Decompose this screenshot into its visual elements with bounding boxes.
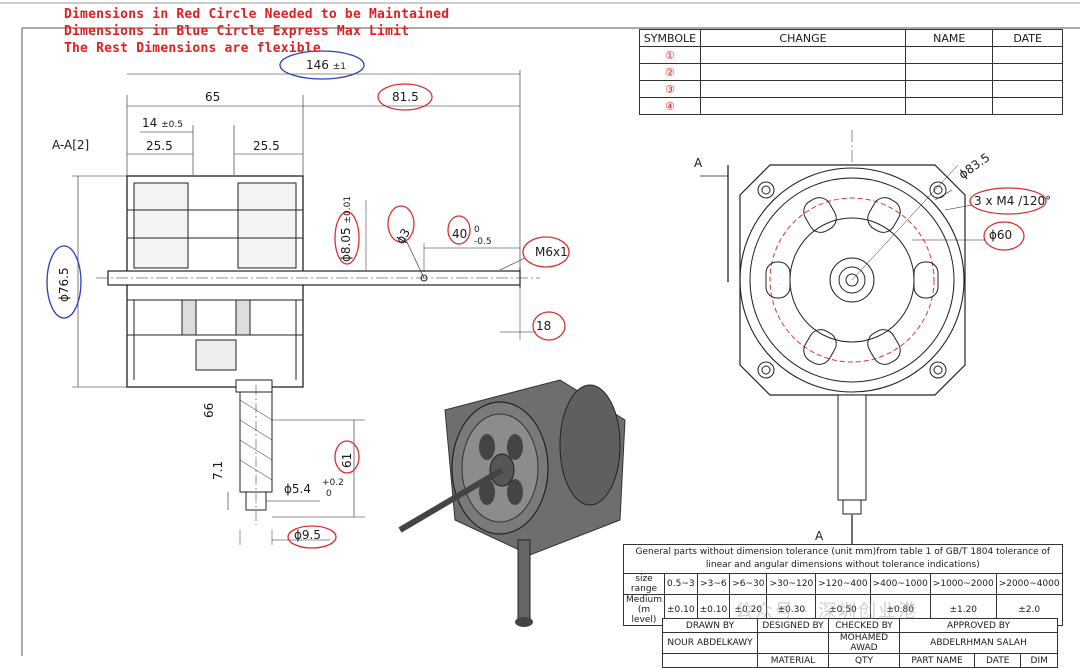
dim-stub-length: 61 [340, 452, 354, 468]
rev-row-symbol: ④ [639, 97, 701, 115]
dim-stub-dia-tol-lower: 0 [326, 489, 332, 499]
dim-flat-length: 40 [452, 227, 468, 241]
dim-body-dia: ϕ76.5 [57, 267, 71, 302]
range-cell: >2000~4000 [995, 573, 1063, 595]
dim-shaft-dia: ϕ8.05 ±0.01 [339, 195, 353, 262]
note-blue-circle: Dimensions in Blue Circle Express Max Li… [64, 24, 410, 39]
drawn-by-value: NOUR ABDELKAWY [662, 632, 758, 654]
dim-thread: M6x1 [535, 245, 568, 259]
rev-row-symbol: ① [639, 46, 701, 64]
dim-right-half: 25.5 [253, 139, 280, 153]
note-red-circle: Dimensions in Red Circle Needed to be Ma… [64, 7, 450, 22]
rev-header-symbole: SYMBOLE [639, 29, 701, 47]
rev-header-name: NAME [905, 29, 994, 47]
dim-flat-tol-upper: 0 [474, 225, 480, 235]
revision-table: SYMBOLE CHANGE NAME DATE ① ② ③ ④ [639, 29, 1063, 115]
section-label: A-A[2] [52, 138, 90, 152]
motor-3d-render [398, 379, 626, 627]
dim-hub-dia: ϕ60 [989, 228, 1013, 242]
checked-by-value: MOHAMED AWAD [828, 632, 900, 654]
dim-thread-end: 18 [536, 319, 552, 333]
rev-header-change: CHANGE [699, 29, 907, 47]
section-view [72, 70, 540, 545]
section-mark-bottom: A [815, 529, 824, 543]
dim-body-length: 65 [205, 90, 221, 104]
range-cell: >6~30 [729, 573, 768, 595]
approved-by-label: APPROVED BY [899, 618, 1058, 633]
note-flexible: The Rest Dimensions are flexible [64, 41, 321, 56]
dim-stub-dia-tol-upper: +0.2 [322, 478, 344, 488]
dim-stub-offset: 66 [202, 402, 216, 418]
dim-flat-tol-lower: -0.5 [474, 237, 492, 247]
approved-by-value: ABDELRHMAN SALAH [899, 632, 1058, 654]
section-mark-top: A [694, 156, 703, 170]
range-cell: >120~400 [815, 573, 871, 595]
rev-row-symbol: ③ [639, 80, 701, 98]
front-view [700, 130, 985, 550]
dim-stub-dia: ϕ5.4 [284, 482, 311, 496]
rev-header-date: DATE [992, 29, 1063, 47]
dim-left-half: 25.5 [146, 139, 173, 153]
dim-slot-width: 14 ±0.5 [142, 116, 183, 130]
range-cell: >1000~2000 [929, 573, 997, 595]
dim-overall-length: 146 ±1 [306, 58, 347, 72]
dim-stub-outer-dia: ϕ9.5 [294, 528, 321, 542]
tolerance-note: General parts without dimension toleranc… [623, 544, 1063, 574]
range-cell: >3~6 [696, 573, 731, 595]
watermark: 公众号 · 深圳创业港 [735, 601, 919, 622]
rev-row-symbol: ② [639, 63, 701, 81]
dim-mount-holes: 3 x M4 /120° [974, 194, 1052, 208]
dimension-highlights [46, 50, 1047, 549]
tolerance-row-label: size range [623, 573, 665, 595]
range-cell: 0.5~3 [664, 573, 698, 595]
dim-stub-step: 7.1 [211, 460, 225, 480]
range-cell: >30~120 [766, 573, 817, 595]
dim-shaft-length: 81.5 [392, 90, 419, 104]
title-block: DRAWN BY DESIGNED BY CHECKED BY APPROVED… [662, 618, 1058, 668]
range-cell: >400~1000 [869, 573, 931, 595]
tolerance-row-label: Medium (m level) [623, 594, 665, 626]
